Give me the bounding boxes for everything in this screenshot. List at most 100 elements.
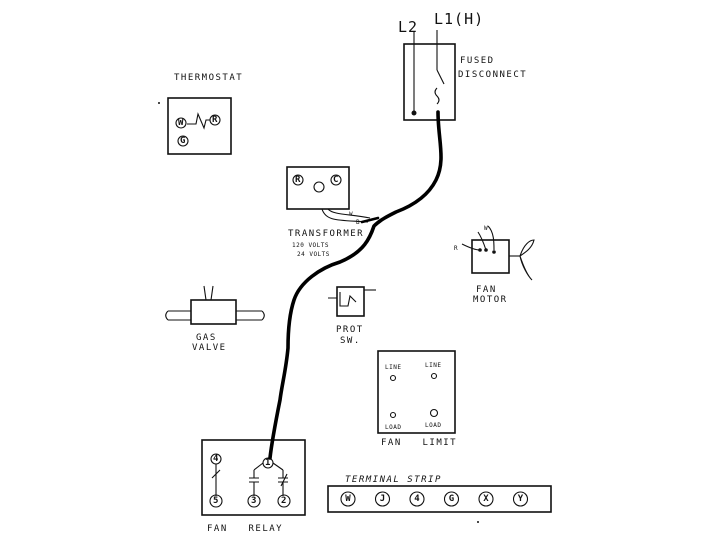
transformer: R C w B TRANSFORMER 120 VOLTS 24 VOLTS	[286, 166, 371, 258]
fan-relay-coil-label: 1	[265, 458, 271, 468]
fan-blade-bottom	[519, 255, 533, 281]
fan-limit-load-left: LOAD	[385, 424, 401, 431]
fan-blade-top	[519, 239, 535, 257]
gas-valve-box	[190, 299, 237, 325]
gas-valve-outlet-pipe	[236, 310, 265, 321]
fan-relay-contact-left	[211, 464, 221, 496]
disconnect-label-1: FUSED	[460, 56, 495, 66]
gas-valve-label-2: VALVE	[192, 343, 227, 353]
transformer-label-2: 120 VOLTS	[292, 242, 329, 249]
disconnect-label-2: DISCONNECT	[458, 70, 527, 80]
terminal-j-label: J	[380, 494, 385, 504]
fan-relay-label: FAN RELAY	[207, 524, 283, 534]
fan-motor-r-label: R	[454, 245, 458, 252]
thermostat-w-terminal	[175, 117, 187, 129]
terminal-w-label: W	[345, 494, 351, 504]
transformer-label-1: TRANSFORMER	[288, 229, 364, 239]
fan-limit-line-right-terminal	[430, 372, 438, 380]
fan-motor-w-label: W	[484, 225, 488, 232]
transformer-label-3: 24 VOLTS	[297, 251, 330, 258]
fan-limit-load-right-terminal	[429, 408, 439, 418]
fan-limit-load-right: LOAD	[425, 422, 441, 429]
fan-limit-box	[377, 350, 456, 434]
fan-relay: 4 1 5 3 2 FAN RELAY	[201, 439, 306, 534]
transformer-w-label: w	[349, 210, 353, 217]
fan-relay-terminal-5	[209, 494, 223, 508]
fan-relay-terminal-3-label: 3	[251, 496, 257, 506]
fan-motor-r-lead	[461, 243, 481, 251]
thermostat-title: THERMOSTAT	[174, 73, 243, 83]
fan-motor-terminal-1	[478, 248, 482, 252]
terminal-strip-title: TERMINAL STRIP	[345, 475, 442, 485]
gas-valve-label-1: GAS	[196, 333, 217, 343]
thermostat-w-label: W	[178, 118, 184, 128]
terminal-strip-box	[327, 485, 552, 513]
terminal-x-circle	[478, 491, 494, 507]
transformer-r-label: R	[295, 175, 301, 185]
prot-switch: PROT SW.	[328, 286, 376, 346]
terminal-y-circle	[512, 491, 529, 507]
fan-relay-terminal-5-label: 5	[213, 496, 219, 506]
fan-relay-coil-leads	[253, 462, 284, 471]
fan-relay-terminal-3	[247, 494, 261, 508]
terminal-g-circle	[443, 491, 460, 507]
prot-switch-label-1: PROT	[336, 325, 364, 335]
fan-relay-contact-right	[278, 470, 288, 496]
fan-motor: R W FAN MOTOR	[454, 225, 535, 305]
thermostat-g-label: G	[180, 136, 186, 146]
thermostat-switch	[187, 112, 210, 130]
fan-relay-box	[201, 439, 306, 516]
thermostat-g-terminal	[177, 135, 189, 147]
fuse-symbol	[434, 87, 440, 105]
thermostat: THERMOSTAT W R G	[158, 73, 243, 155]
prot-switch-contact	[328, 292, 357, 307]
fan-limit-load-left-terminal	[389, 411, 397, 419]
transformer-center-terminal	[313, 181, 325, 193]
fused-disconnect: L2 L1(H) FUSED DISCONNECT	[398, 10, 527, 121]
transformer-c-terminal	[330, 174, 342, 186]
pencil-dot	[158, 102, 160, 104]
fan-limit-label: FAN LIMIT	[381, 438, 457, 448]
gas-valve-leads	[203, 285, 214, 301]
transformer-box	[286, 166, 350, 210]
fan-relay-contact-middle	[249, 470, 259, 496]
prot-switch-label-2: SW.	[340, 336, 361, 346]
fan-relay-terminal-4-label: 4	[213, 454, 219, 464]
transformer-lead-2	[327, 208, 371, 219]
fan-relay-terminal-2-label: 2	[281, 496, 287, 506]
fan-relay-terminal-2	[277, 494, 291, 508]
l2-terminal	[411, 110, 417, 116]
l2-label: L2	[398, 18, 418, 36]
terminal-g-label: G	[449, 494, 454, 504]
transformer-b-label: B	[356, 219, 360, 226]
fan-motor-terminal-2	[484, 248, 488, 252]
fan-motor-terminal-3	[492, 250, 496, 254]
transformer-lead-1	[321, 208, 369, 223]
fan-motor-lead-3	[487, 225, 495, 251]
thermostat-r-label: R	[212, 115, 218, 125]
fan-motor-w-lead	[477, 231, 487, 251]
terminal-y-label: Y	[518, 494, 524, 504]
fan-motor-box	[471, 239, 510, 274]
prot-switch-box	[336, 286, 365, 317]
terminal-w-circle	[340, 491, 356, 507]
terminal-4-label: 4	[414, 494, 420, 504]
terminal-4-circle	[409, 491, 425, 507]
fan-limit-line-right: LINE	[425, 362, 441, 369]
gas-valve: GAS VALVE	[165, 285, 265, 353]
disconnect-box	[403, 43, 456, 121]
transformer-c-label: C	[333, 175, 339, 185]
gas-valve-inlet-pipe	[165, 310, 191, 321]
fan-limit: LINE LINE LOAD LOAD FAN LIMIT	[377, 350, 457, 448]
main-line-junction	[360, 216, 380, 224]
main-line-wire	[268, 110, 443, 460]
fan-limit-line-left-terminal	[389, 374, 397, 382]
fan-motor-label-1: FAN	[476, 285, 497, 295]
fan-limit-line-left: LINE	[385, 364, 401, 371]
terminal-j-circle	[374, 491, 391, 507]
thermostat-box	[167, 97, 232, 155]
